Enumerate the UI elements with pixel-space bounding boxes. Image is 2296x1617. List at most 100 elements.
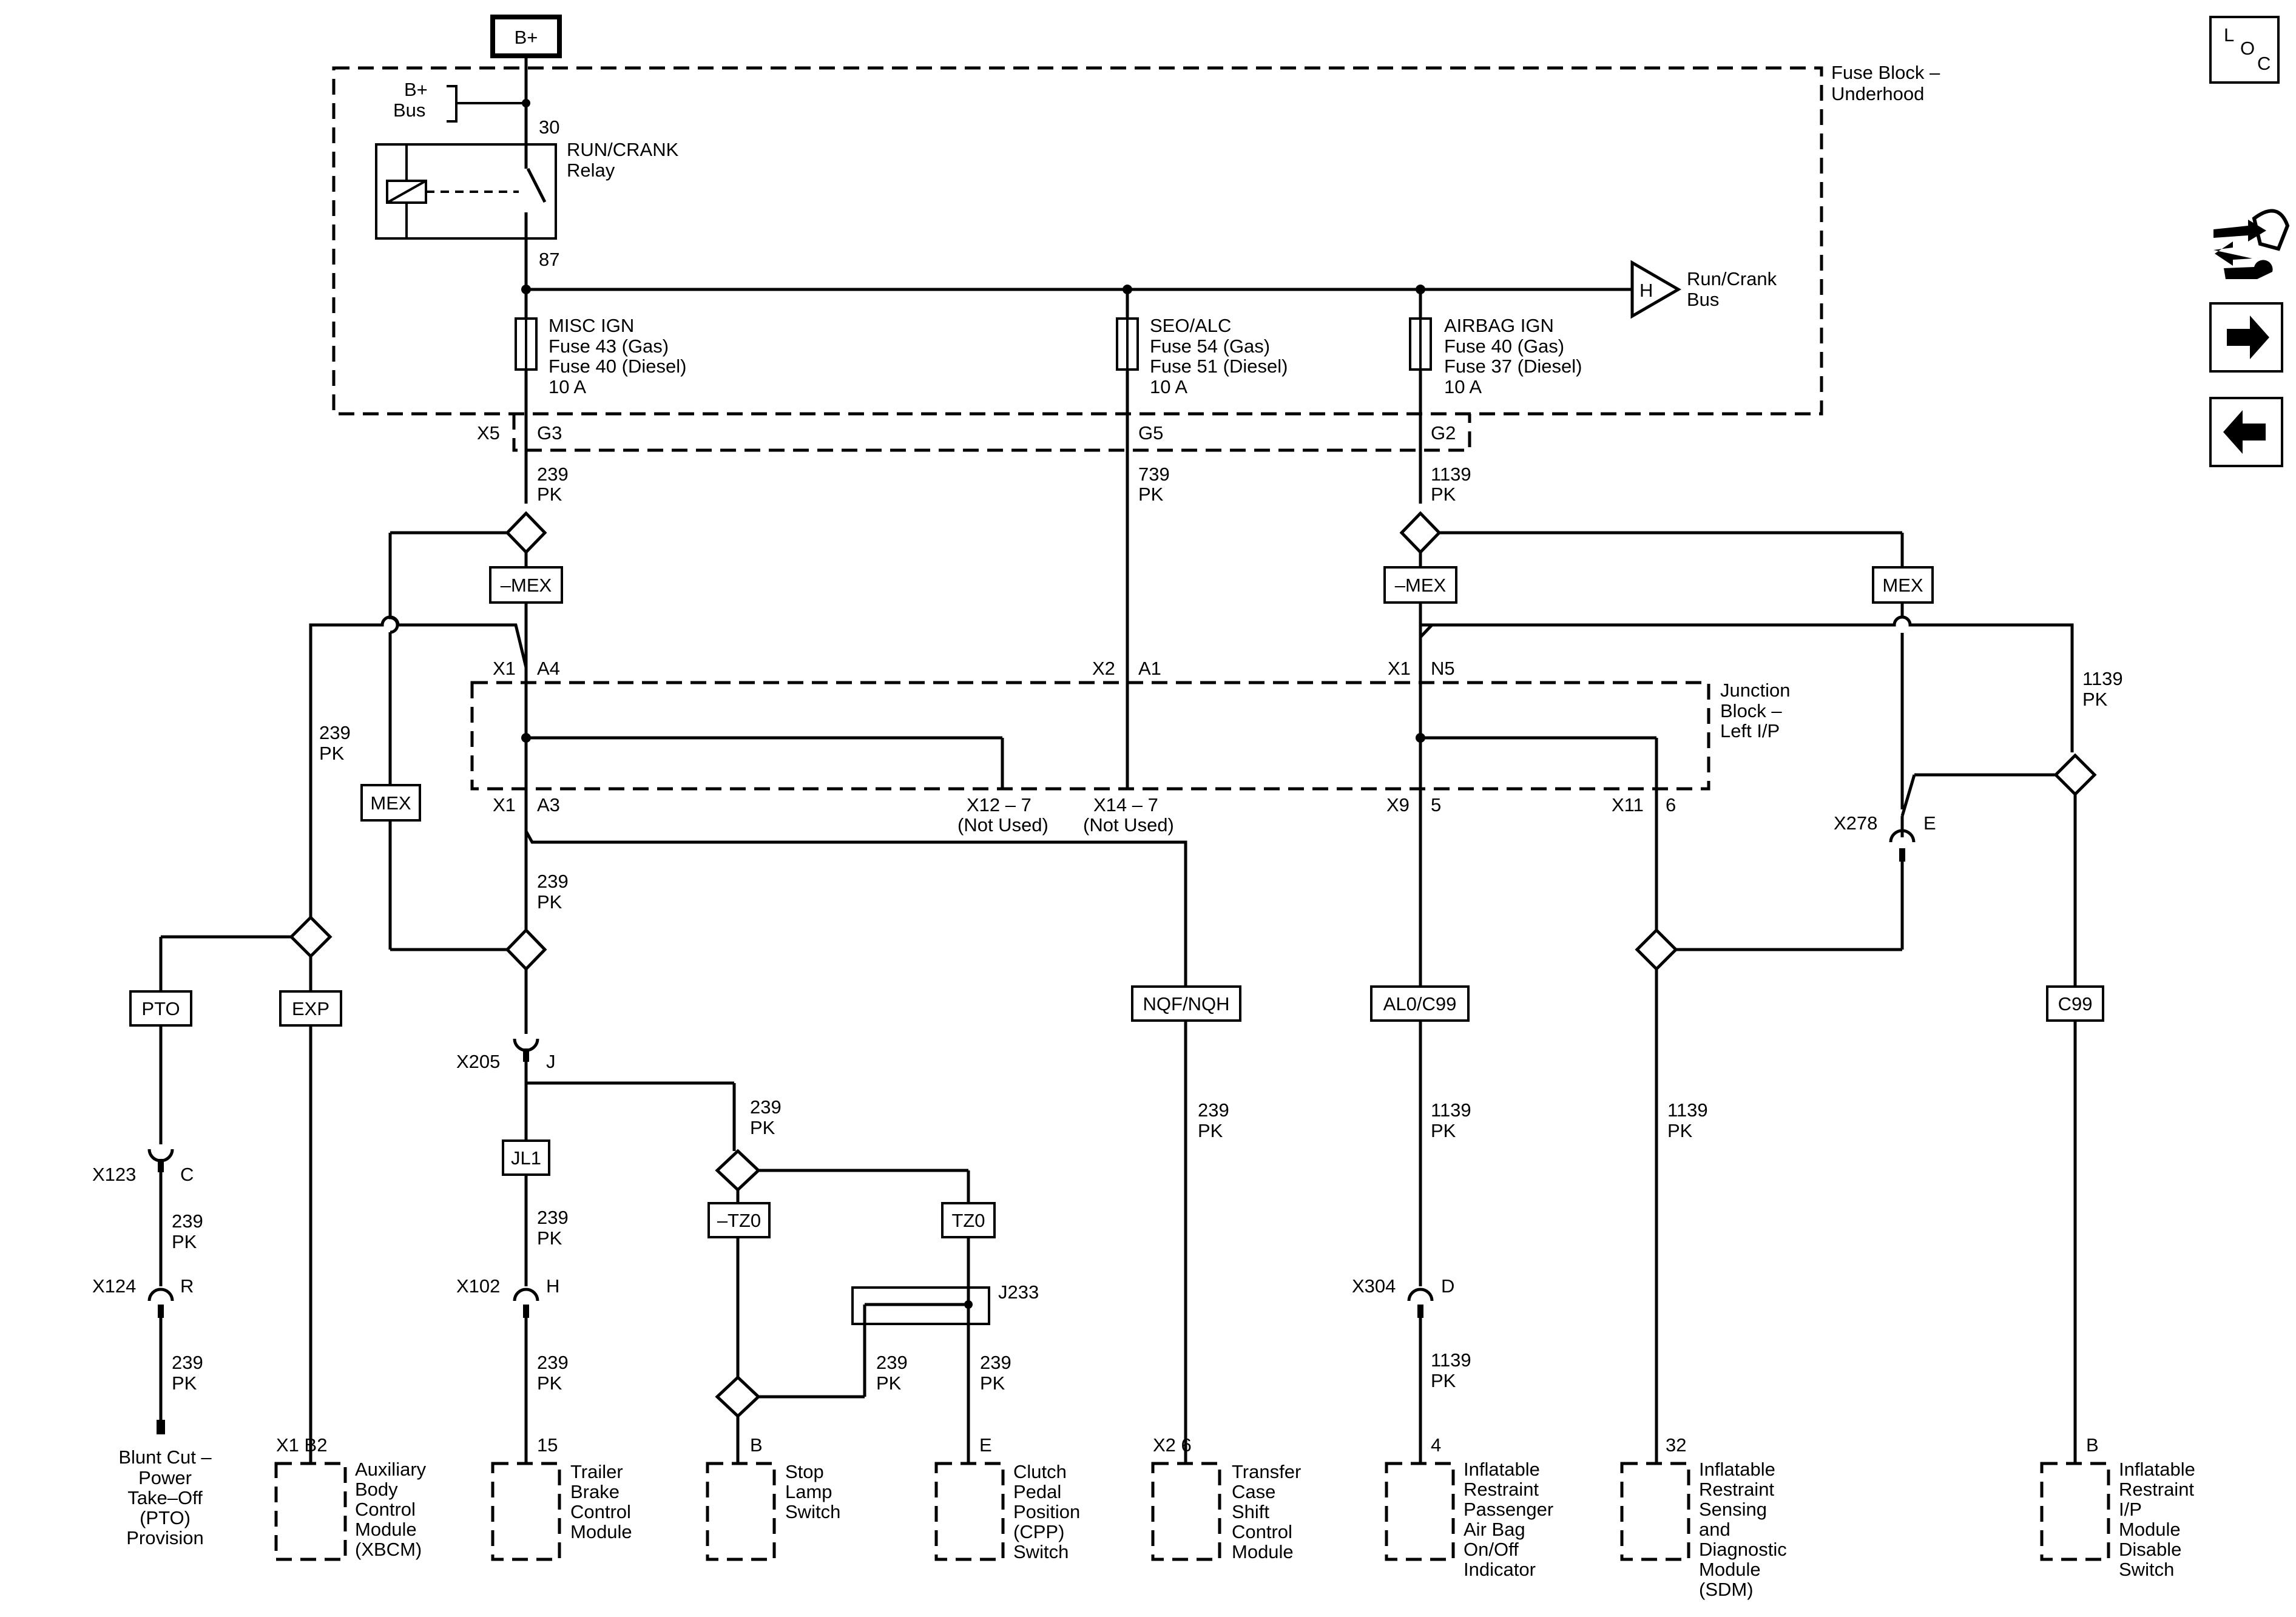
device-pto-line1: Blunt Cut – <box>118 1447 212 1468</box>
jb-x1-top-right: X1 <box>1388 658 1411 679</box>
relay-pin-30: 30 <box>539 116 559 138</box>
device-paoi-line3: Passenger <box>1464 1499 1553 1520</box>
connector-x5: X5 <box>477 422 500 444</box>
fuse-1-rating: 10 A <box>549 376 586 397</box>
wire-pk-b: PK <box>1138 484 1164 505</box>
wire-1139-a: 1139 <box>1431 464 1471 485</box>
device-sdm-line3: Sensing <box>1699 1499 1767 1520</box>
device-xbcm-pin: X1 B2 <box>276 1434 327 1456</box>
device-cpp-line4: (CPP) <box>1013 1521 1064 1542</box>
location-button[interactable]: L O C <box>2209 16 2280 84</box>
device-paoi-line4: Air Bag <box>1464 1519 1525 1540</box>
fuse-2-line2: Fuse 54 (Gas) <box>1150 336 1270 357</box>
connector-x102-pin-h: H <box>546 1275 559 1297</box>
device-passenger-airbag-indicator: 4 Inflatable Restraint Passenger Air Bag… <box>1385 1434 1553 1580</box>
fuse-misc-ign: MISC IGN Fuse 43 (Gas) Fuse 40 (Diesel) … <box>515 289 686 504</box>
device-xbcm-line4: Module <box>355 1519 417 1540</box>
device-trailer-line1: Trailer <box>570 1461 623 1482</box>
device-cpp-line3: Position <box>1013 1501 1080 1522</box>
connector-x124-pin-r: R <box>180 1275 194 1297</box>
device-stop-line3: Switch <box>785 1501 840 1522</box>
wire-pk-c: PK <box>1431 484 1456 505</box>
connector-x124: X124 <box>92 1275 136 1297</box>
wire-1139-e: 1139 <box>1431 1349 1471 1371</box>
option-c99: C99 <box>2058 993 2093 1014</box>
splice-j233: J233 <box>998 1281 1039 1303</box>
device-stop-pin: B <box>750 1434 763 1456</box>
device-pto-provision: Blunt Cut – Power Take–Off (PTO) Provisi… <box>118 1447 212 1548</box>
wire-pk-q: PK <box>1431 1370 1456 1391</box>
device-trailer-pin: 15 <box>537 1434 558 1456</box>
device-ipmd-line6: Switch <box>2119 1559 2174 1580</box>
jb-a3: A3 <box>537 794 560 815</box>
device-cpp-switch: E Clutch Pedal Position (CPP) Switch <box>934 1434 1080 1562</box>
fuse-airbag-ign: AIRBAG IGN Fuse 40 (Gas) Fuse 37 (Diesel… <box>1409 289 1582 504</box>
wire-239-k: 239 <box>1198 1099 1229 1121</box>
battery-source: B+ <box>490 15 562 58</box>
device-sdm-line7: (SDM) <box>1699 1579 1754 1600</box>
device-tcsc-line2: Case <box>1232 1481 1275 1502</box>
next-page-button[interactable] <box>2209 302 2283 373</box>
loc-letter-l: L <box>2224 24 2234 46</box>
junction-block-line1: Junction <box>1720 680 1790 701</box>
fuse-3-rating: 10 A <box>1444 376 1482 397</box>
device-cpp-line1: Clutch <box>1013 1461 1067 1482</box>
relay-pin-87: 87 <box>539 249 559 270</box>
wire-739: 739 <box>1138 464 1170 485</box>
fuse-block-underhood-outline <box>332 66 1823 416</box>
device-tcsc-pin: X2 6 <box>1153 1434 1192 1456</box>
device-tcsc-line1: Transfer <box>1232 1461 1301 1482</box>
fuse-2-rating: 10 A <box>1150 376 1187 397</box>
device-xbcm-line1: Auxiliary <box>355 1459 427 1480</box>
device-cpp-pin: E <box>979 1434 992 1456</box>
option-exp: EXP <box>292 998 329 1019</box>
device-trailer-line3: Control <box>570 1501 631 1522</box>
device-sdm-line5: Diagnostic <box>1699 1539 1787 1560</box>
previous-page-button[interactable] <box>2209 397 2283 467</box>
wire-pk-o: PK <box>1667 1120 1693 1141</box>
device-sdm-line4: and <box>1699 1519 1730 1540</box>
fuse-2-line3: Fuse 51 (Diesel) <box>1150 356 1288 377</box>
device-xbcm: X1 B2 Auxiliary Body Control Module (XBC… <box>274 1434 427 1561</box>
diagnostic-tools-icon[interactable] <box>2213 209 2290 280</box>
wire-pk-a: PK <box>537 484 562 505</box>
run-crank-bus-line2: Bus <box>1687 289 1719 310</box>
jb-x2: X2 <box>1092 658 1115 679</box>
option-tz0: TZ0 <box>951 1210 985 1231</box>
wire-239-d: 239 <box>750 1096 782 1118</box>
fuse-3-line3: Fuse 37 (Diesel) <box>1444 356 1582 377</box>
wire-pk-k: PK <box>172 1231 197 1252</box>
junction-block-left-ip-outline <box>470 681 1710 791</box>
jb-x1-bottom: X1 <box>493 794 516 815</box>
wire-239-f: 239 <box>537 1352 569 1373</box>
device-sdm-line2: Restraint <box>1699 1479 1774 1500</box>
device-tcsc-line3: Shift <box>1232 1501 1269 1522</box>
wire-239-a: 239 <box>537 464 569 485</box>
wire-1139-d: 1139 <box>1431 1099 1471 1121</box>
fuse-block-label-1: Fuse Block – <box>1831 62 1940 83</box>
device-ipmd-line1: Inflatable <box>2119 1459 2195 1480</box>
option-jl1: JL1 <box>511 1147 541 1169</box>
device-xbcm-line2: Body <box>355 1479 398 1500</box>
arrow-left-icon <box>2223 410 2266 454</box>
fuse-2-name: SEO/ALC <box>1150 315 1231 336</box>
device-sdm-pin: 32 <box>1666 1434 1686 1456</box>
device-trailer-brake-module: 15 Trailer Brake Control Module <box>491 1434 632 1561</box>
device-paoi-pin: 4 <box>1431 1434 1441 1456</box>
device-pto-line4: (PTO) <box>140 1507 191 1528</box>
wire-pk-e: PK <box>537 891 562 913</box>
device-pto-line2: Power <box>138 1467 192 1488</box>
option-mex-right: MEX <box>1882 575 1923 596</box>
connector-x5-outline <box>512 414 1471 452</box>
fuse-3-line2: Fuse 40 (Gas) <box>1444 336 1564 357</box>
wire-pk-d: PK <box>319 743 345 764</box>
jb-x14: X14 – 7 <box>1093 794 1158 815</box>
device-stop-line2: Lamp <box>785 1481 832 1502</box>
pin-g2: G2 <box>1431 422 1456 444</box>
device-xbcm-line3: Control <box>355 1499 416 1520</box>
device-paoi-line2: Restraint <box>1464 1479 1539 1500</box>
device-trailer-line4: Module <box>570 1521 632 1542</box>
relay-label-1: RUN/CRANK <box>567 139 679 160</box>
device-pto-line3: Take–Off <box>127 1487 203 1508</box>
jb-n5: N5 <box>1431 658 1455 679</box>
